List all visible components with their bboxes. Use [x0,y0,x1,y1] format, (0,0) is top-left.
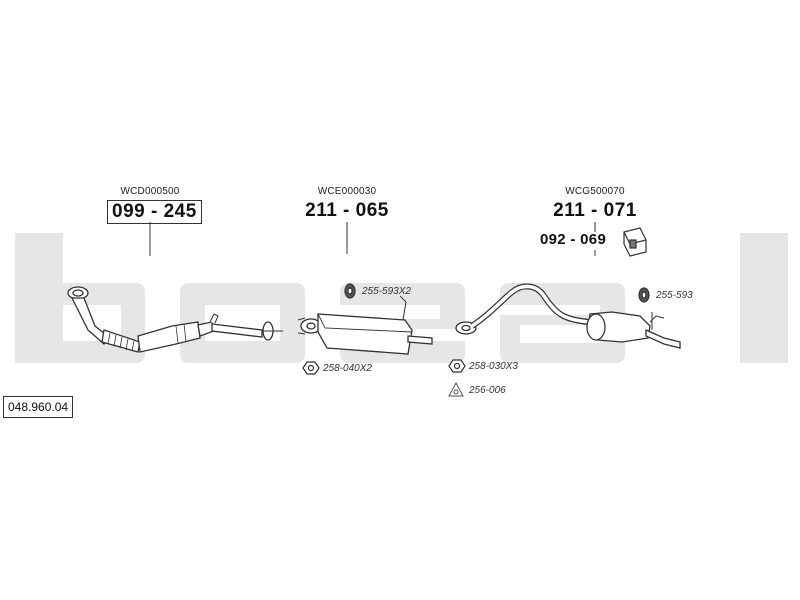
hex-nut-icon [448,359,466,373]
fitting-label-258-040x2[interactable]: 258-040X2 [323,363,372,374]
part-number-3[interactable]: 211 - 071 [553,200,637,221]
triangle-gasket-icon [448,381,464,397]
rubber-ring-icon [344,283,356,299]
fitting-label-255-593x2[interactable]: 255-593X2 [362,286,411,297]
assembly-code-3: WCG500070 [565,186,625,197]
reference-number: 048.960.04 [3,396,74,418]
rubber-hanger-icon [623,227,647,257]
part-number-2[interactable]: 211 - 065 [305,200,389,221]
hex-nut-icon [302,361,320,375]
part-number-1[interactable]: 099 - 245 [107,200,202,224]
center-silencer [297,295,433,355]
fitting-label-258-030x3[interactable]: 258-030X3 [469,361,518,372]
fitting-label-256-006[interactable]: 256-006 [469,385,506,396]
assembly-code-2: WCE000030 [317,186,377,197]
rear-silencer-pipe [455,283,681,349]
assembly-code-1: WCD000500 [120,186,180,197]
front-pipe-catalyst [67,286,283,353]
fitting-label-255-593[interactable]: 255-593 [656,290,693,301]
rubber-ring-icon [638,287,650,303]
bracket-part-number[interactable]: 092 - 069 [540,231,607,248]
